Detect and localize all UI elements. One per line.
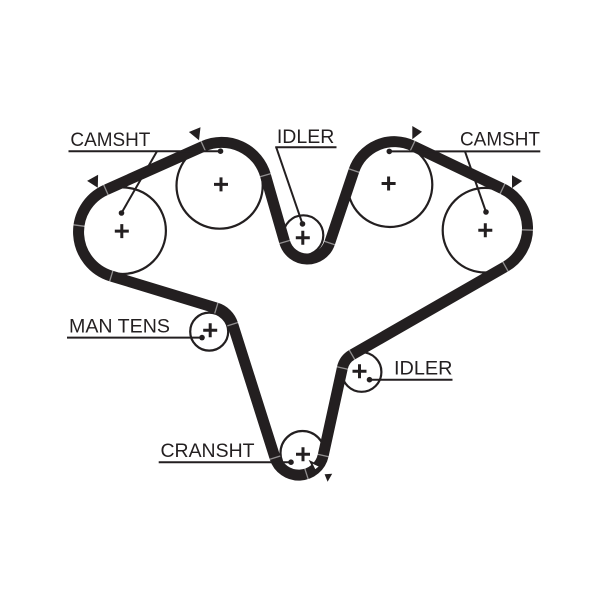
svg-text:CRANSHT: CRANSHT [161,441,255,462]
svg-text:IDLER: IDLER [277,127,334,148]
svg-text:CAMSHT: CAMSHT [70,130,150,151]
svg-text:MAN TENS: MAN TENS [69,317,170,338]
svg-text:CAMSHT: CAMSHT [460,129,540,150]
svg-text:IDLER: IDLER [394,359,453,380]
